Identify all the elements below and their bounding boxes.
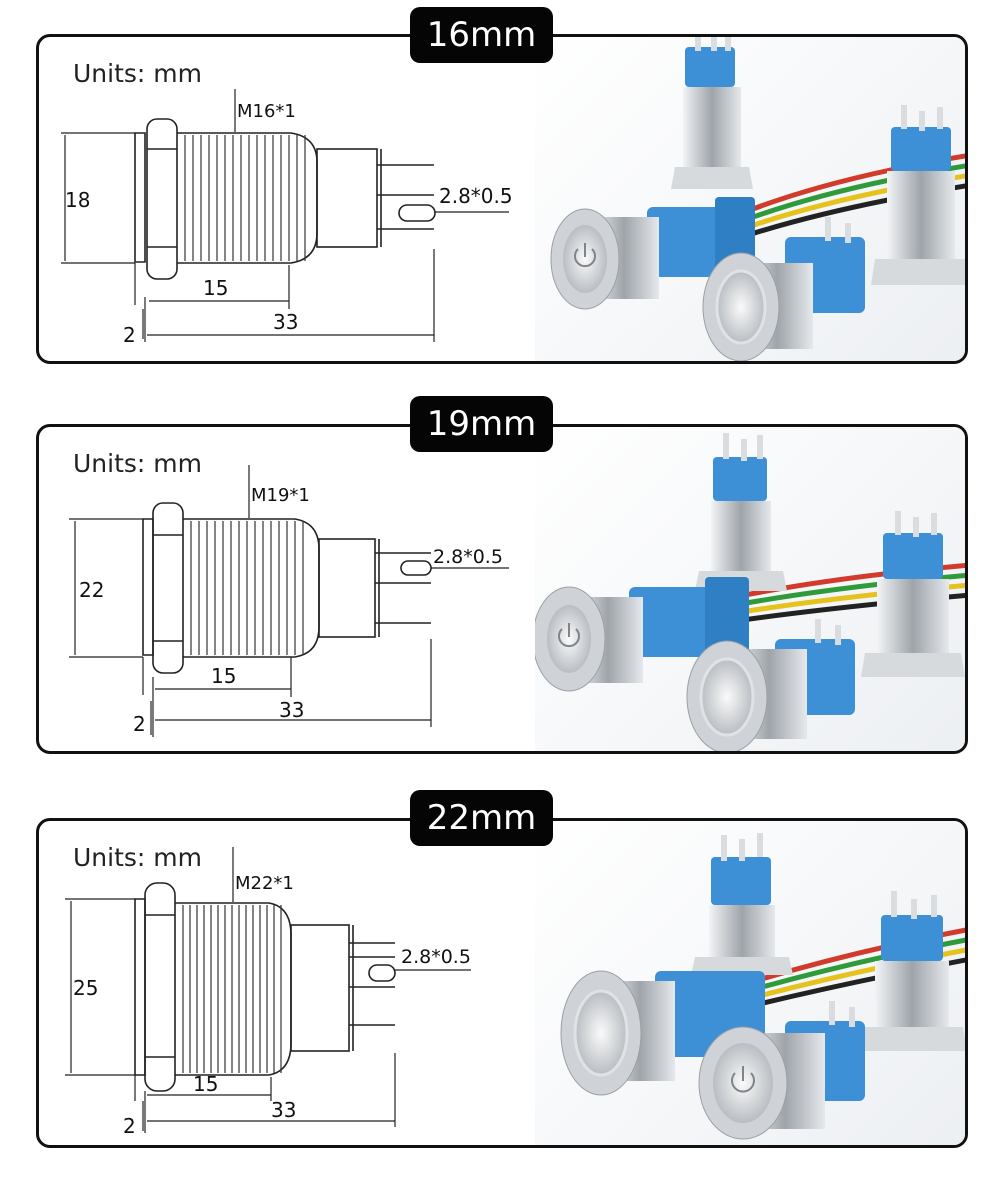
terminal-label: 2.8*0.5 <box>401 946 471 968</box>
thread-length-label: 15 <box>193 1072 218 1096</box>
units-label: Units: mm <box>73 59 202 88</box>
height-dim-label: 18 <box>65 188 90 212</box>
terminal-label: 2.8*0.5 <box>439 184 513 208</box>
total-length-label: 33 <box>279 698 304 722</box>
spec-panel-22mm: Units: mm <box>36 818 968 1148</box>
size-tag-19mm: 19mm <box>410 396 553 452</box>
total-length-label: 33 <box>271 1098 296 1122</box>
thread-label: M22*1 <box>235 873 294 894</box>
dimension-drawing: 25 M22*1 2.8*0.5 15 33 2 <box>65 847 471 1138</box>
thread-length-label: 15 <box>203 276 228 300</box>
bezel-outline <box>134 132 146 263</box>
size-tag-22mm: 22mm <box>410 790 553 846</box>
switch-photo-illustration <box>560 833 965 1140</box>
total-length-label: 33 <box>273 310 298 334</box>
rear-housing-outline <box>290 924 350 1052</box>
spec-panel-19mm: Units: mm <box>36 424 968 754</box>
size-tag-16mm: 16mm <box>410 7 553 63</box>
units-label: Units: mm <box>73 449 202 478</box>
power-symbol-icon <box>731 1066 755 1093</box>
terminal-label: 2.8*0.5 <box>433 546 503 568</box>
flange-dim-label: 2 <box>133 712 146 736</box>
dimension-drawing: 18 M16*1 2.8*0.5 15 33 2 <box>61 89 513 347</box>
spec-panel-16mm: Units: mm <box>36 34 968 364</box>
product-photo <box>535 821 965 1145</box>
switch-photo-illustration <box>550 37 965 361</box>
power-symbol-icon <box>574 243 596 268</box>
nut-outline <box>144 882 176 1092</box>
ring-icon <box>715 269 767 345</box>
thread-body-outline <box>183 518 320 658</box>
ring-icon <box>699 657 755 737</box>
height-dim-label: 25 <box>73 976 98 1000</box>
nut-outline <box>146 118 178 280</box>
rear-housing-outline <box>318 538 376 638</box>
flange-dim-label: 2 <box>123 323 136 347</box>
rear-housing-outline <box>316 148 378 248</box>
thread-length-label: 15 <box>211 664 236 688</box>
ring-icon <box>573 989 629 1077</box>
bezel-outline <box>134 898 146 1076</box>
flange-dim-label: 2 <box>123 1114 136 1138</box>
switch-photo-illustration <box>532 433 965 751</box>
height-dim-label: 22 <box>79 578 104 602</box>
nut-outline <box>152 502 184 674</box>
units-label: Units: mm <box>73 843 202 872</box>
thread-body-outline <box>177 132 318 264</box>
power-symbol-icon <box>558 623 580 648</box>
product-photo <box>535 37 965 361</box>
dimension-drawing: 22 M19*1 2.8*0.5 15 33 2 <box>69 465 509 737</box>
product-photo <box>532 427 965 751</box>
bezel-outline <box>142 518 154 656</box>
thread-label: M19*1 <box>251 485 310 506</box>
thread-label: M16*1 <box>237 101 296 122</box>
